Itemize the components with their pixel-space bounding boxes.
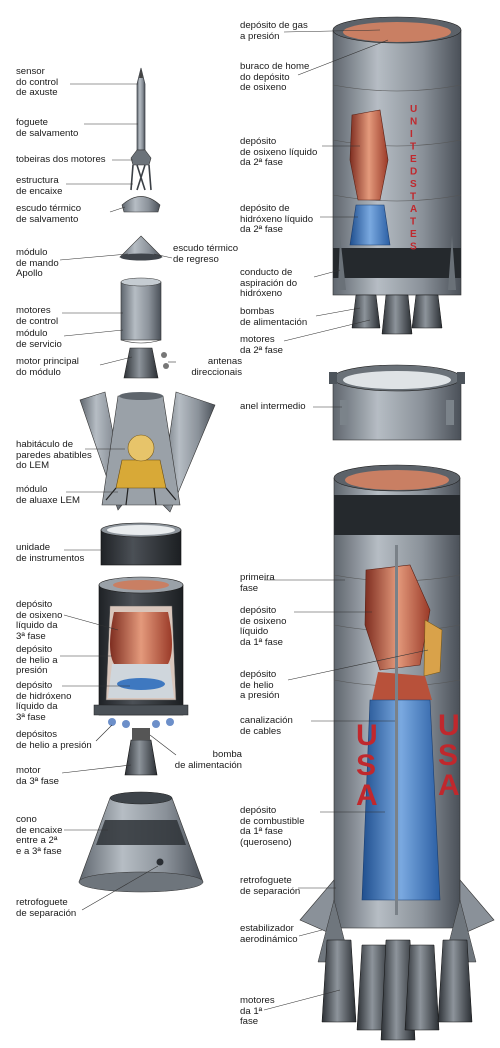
- label-third-stage-engine: motor da 3ª fase: [16, 765, 60, 787]
- label-second-stage-lox-tank: depósito de osixeno líquido da 2ª fase: [240, 136, 318, 169]
- label-manhole: buraco de home do depósito de osixeno: [240, 61, 310, 94]
- second-stage-drawing: [332, 16, 462, 335]
- service-module-drawing: [120, 277, 169, 379]
- interstage-ring-drawing: [329, 364, 465, 441]
- escape-rocket-drawing: [121, 67, 161, 213]
- label-control-engines: motores de control: [16, 305, 59, 327]
- label-helium-pressure-tanks: depósitos de helio a presión: [16, 729, 92, 751]
- label-sensor: sensor do control de axuste: [16, 66, 59, 99]
- third-stage-drawing: [93, 576, 189, 776]
- leader-lines: [59, 29, 429, 1011]
- instrument-unit-drawing: [100, 522, 182, 566]
- first-stage-drawing: [299, 464, 495, 1041]
- label-aerodynamic-stabilizer: estabilizador aerodinámico: [240, 923, 298, 945]
- label-third-stage-lox-tank: depósito de osixeno líquido da 3ª fase: [16, 599, 63, 642]
- label-reentry-heat-shield: escudo térmico de regreso: [173, 243, 239, 265]
- command-module-drawing: [119, 235, 163, 261]
- label-coupling-cone: cono de encaixe entre a 2ª e a 3ª fase: [16, 814, 63, 857]
- label-first-stage-engines: motores da 1ª fase: [240, 995, 275, 1028]
- label-third-stage-lh2-tank: depósito de hidróxeno líquido da 3ª fase: [16, 680, 72, 723]
- label-first-stage-lox-tank: depósito de osixeno líquido da 1ª fase: [240, 605, 287, 648]
- label-motor-nozzles: tobeiras dos motores: [16, 154, 106, 165]
- label-first-stage: primeira fase: [240, 572, 275, 594]
- label-first-stage-fuel-tank: depósito de combustible da 1ª fase (quer…: [240, 805, 305, 848]
- label-separation-retrorocket-right: retrofoguete de separación: [240, 875, 301, 897]
- label-feed-pump: bomba de alimentación: [174, 749, 242, 771]
- label-directional-antennas: antenas direccionais: [191, 356, 242, 378]
- label-command-module: módulo de mando Apollo: [16, 247, 59, 280]
- label-service-module: módulo de servicio: [16, 328, 62, 350]
- label-helium-tank-pressure: depósito de helio a presión: [16, 644, 58, 677]
- lem-adapter-drawing: [79, 391, 216, 513]
- label-interstage-ring: anel intermedio: [240, 401, 306, 412]
- label-coupling-structure: estructura de encaixe: [16, 175, 63, 197]
- label-cable-channel: canalización de cables: [240, 715, 293, 737]
- label-first-stage-helium-tank: depósito de helio a presión: [240, 669, 280, 702]
- label-instrument-unit: unidade de instrumentos: [16, 542, 85, 564]
- label-lem-landing-module: módulo de aluaxe LEM: [16, 484, 80, 506]
- label-main-engine: motor principal do módulo: [16, 356, 79, 378]
- label-feed-pumps: bombas de alimentación: [240, 306, 308, 328]
- label-folding-wall-cabin: habitáculo de paredes abatibles do LEM: [16, 439, 92, 472]
- label-second-stage-lh2-tank: depósito de hidróxeno líquido da 2ª fase: [240, 203, 314, 236]
- label-second-stage-engines: motores da 2ª fase: [240, 334, 284, 356]
- interstage-cone-drawing: [78, 791, 204, 893]
- label-escape-rocket: foguete de salvamento: [16, 117, 79, 139]
- label-separation-retrorocket-left: retrofoguete de separación: [16, 897, 77, 919]
- label-gas-tank: depósito de gas a presión: [240, 20, 308, 42]
- label-escape-heat-shield: escudo térmico de salvamento: [16, 203, 82, 225]
- label-suction-duct: conducto de aspiración do hidróxeno: [240, 267, 298, 300]
